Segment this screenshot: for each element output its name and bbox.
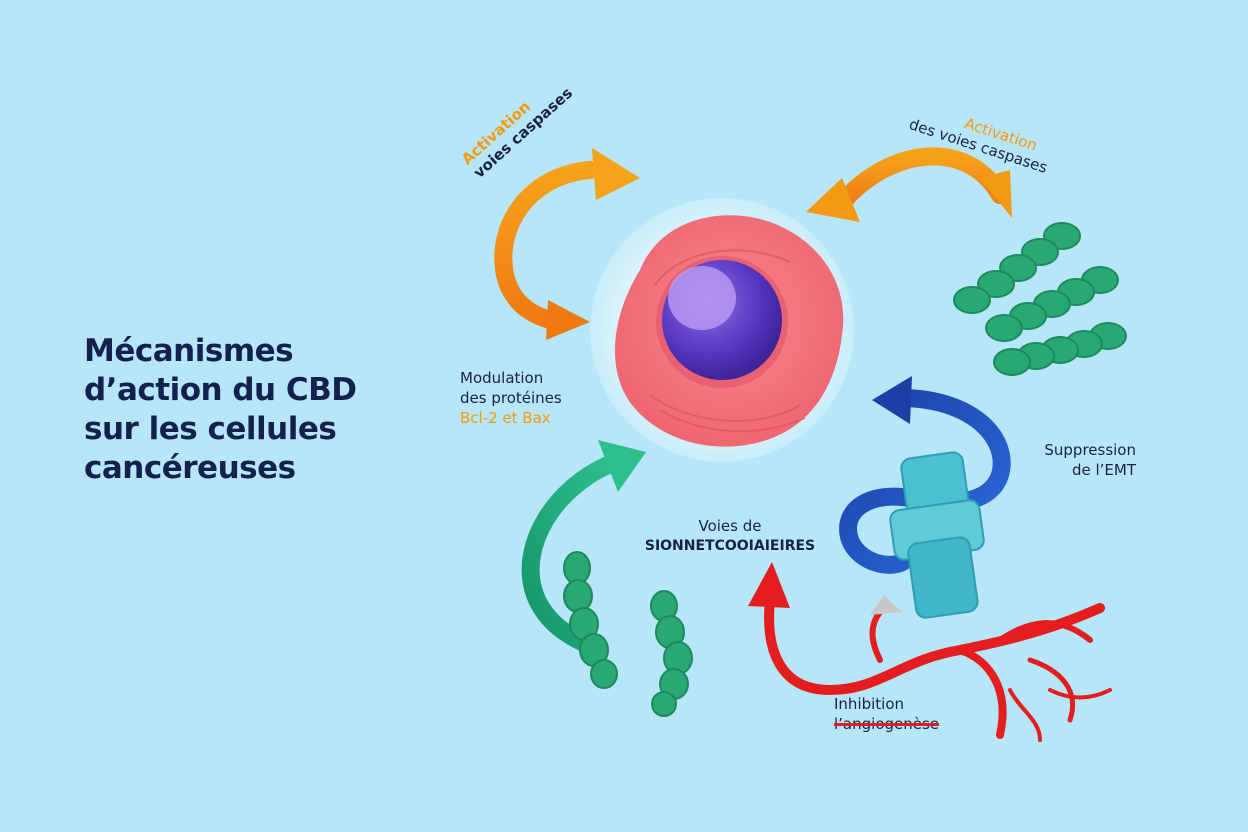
protein-chain-1 — [953, 222, 1081, 314]
voies-line-1: Voies de — [698, 517, 762, 535]
title-line-2: d’action du CBD — [84, 372, 357, 408]
green-arrow-left — [521, 440, 646, 651]
red-arrowhead — [748, 562, 790, 608]
inhibition-line-2: l’angiogenèse — [834, 714, 939, 734]
protein-chain-bottom-2 — [650, 590, 693, 717]
orange-arrow-right — [806, 147, 1012, 222]
suppression-line-2: de l’EMT — [1071, 461, 1136, 479]
title-line-3: sur les cellules — [84, 411, 337, 447]
title-line-4: cancéreuses — [84, 450, 296, 486]
modulation-line-3: Bcl-2 et Bax — [460, 409, 551, 427]
page-title: Mécanismes d’action du CBD sur les cellu… — [84, 332, 357, 488]
protein-chain-bottom-icon — [563, 551, 693, 717]
grey-arrowhead — [870, 595, 902, 615]
protein-chain-2 — [985, 266, 1119, 342]
label-modulation: Modulation des protéines Bcl-2 et Bax — [460, 368, 562, 428]
nucleus-highlight — [668, 266, 736, 330]
label-suppression: Suppression de l’EMT — [1032, 440, 1136, 480]
protein-chain-3 — [993, 322, 1127, 376]
suppression-line-1: Suppression — [1044, 441, 1136, 459]
label-inhibition: Inhibition l’angiogenèse — [834, 694, 939, 734]
title-line-1: Mécanismes — [84, 333, 294, 369]
label-voies: Voies de SIONNETCOOIAIEIRES — [640, 516, 820, 556]
protein-chain-icon — [953, 222, 1127, 376]
inhibition-line-1: Inhibition — [834, 695, 905, 713]
modulation-line-1: Modulation — [460, 369, 544, 387]
emt-block-icon — [889, 451, 985, 619]
orange-arrow-left — [494, 148, 640, 340]
voies-line-2: SIONNETCOOIAIEIRES — [644, 538, 816, 554]
blood-vessel-icon — [764, 595, 1112, 742]
membrane-folds — [649, 249, 806, 433]
inhibition-line-2-text: l’angiogenèse — [834, 715, 940, 733]
protein-chain-bottom-1 — [563, 551, 618, 689]
modulation-line-2: des protéines — [460, 389, 562, 407]
cancer-cell-icon — [590, 198, 854, 462]
